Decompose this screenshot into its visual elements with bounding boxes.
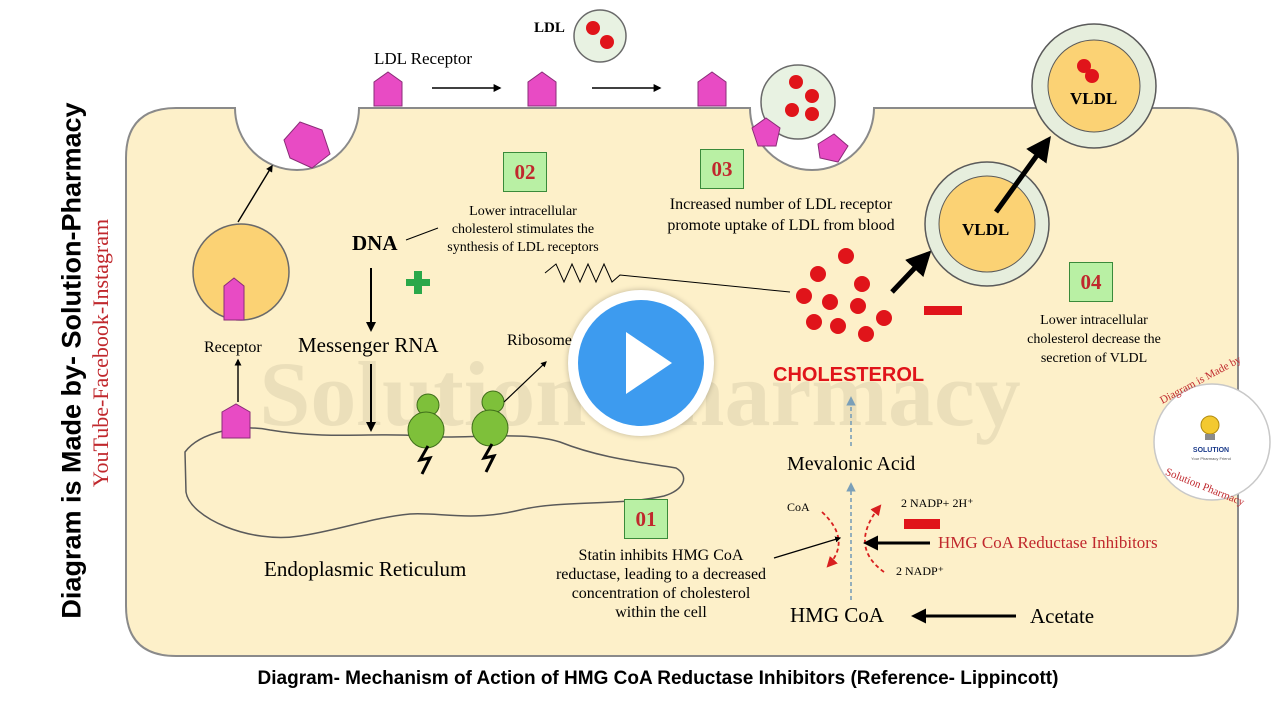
step-04-line: cholesterol decrease the [1027, 332, 1161, 347]
ldl-dot [1077, 59, 1091, 73]
step-02-text: Lower intracellular cholesterol stimulat… [430, 203, 616, 257]
messenger-rna-label: Messenger RNA [298, 333, 439, 357]
step-02-line: synthesis of LDL receptors [447, 240, 599, 255]
endoplasmic-reticulum [184, 427, 685, 539]
arrow [993, 135, 1051, 214]
vldl-label: VLDL [962, 220, 1010, 239]
endoplasmic-reticulum-label: Endoplasmic Reticulum [264, 557, 467, 581]
play-button[interactable] [568, 290, 714, 436]
ldl-receptor [223, 277, 245, 321]
side-title: Diagram is Made by- Solution-Pharmacy [56, 102, 87, 619]
ldl-dot [805, 107, 819, 121]
ldl-dot [1085, 69, 1099, 83]
ribosome-large [471, 409, 509, 447]
minus-icon [904, 519, 940, 529]
step-number-02: 02 [503, 152, 547, 192]
ldl-receptor [373, 71, 403, 107]
lightbulb-icon [1200, 415, 1220, 435]
ldl-receptor [697, 71, 727, 107]
stamp-logo-sub: Your Pharmacy Friend [1191, 456, 1231, 461]
pointer-line [405, 227, 439, 241]
play-button-circle[interactable] [578, 300, 704, 426]
ldl-dot [789, 75, 803, 89]
cofactor-curve [821, 511, 840, 568]
step-number-03: 03 [700, 149, 744, 189]
arrow [503, 361, 547, 403]
play-icon[interactable] [626, 332, 672, 394]
ldl-receptor [283, 121, 331, 169]
step-03-text: Increased number of LDL receptor promote… [640, 194, 922, 236]
minus-icon [924, 306, 962, 315]
stamp-logo: SOLUTION [1193, 447, 1229, 454]
mevalonic-acid-label: Mevalonic Acid [787, 453, 916, 475]
step-01-line: within the cell [615, 604, 707, 621]
step-01-text: Statin inhibits HMG CoA reductase, leadi… [536, 546, 786, 622]
vldl-core-secreted [1047, 39, 1141, 133]
step-01-line: concentration of cholesterol [571, 585, 751, 602]
step-04-text: Lower intracellular cholesterol decrease… [1006, 311, 1182, 368]
lightbulb-icon-base [1205, 434, 1215, 440]
nadp-h-label: 2 NADP+ 2H⁺ [901, 496, 974, 510]
diagram-caption: Diagram- Mechanism of Action of HMG CoA … [257, 668, 1059, 689]
ldl-receptor [527, 71, 557, 107]
step-03-line: Increased number of LDL receptor [669, 196, 893, 213]
plus-icon [414, 271, 422, 294]
ldl-label: LDL [534, 20, 565, 36]
step-02-line: cholesterol stimulates the [451, 222, 595, 237]
ldl-dot [785, 103, 799, 117]
ldl-receptor-label: LDL Receptor [374, 49, 473, 68]
arrow [773, 536, 842, 559]
arrow [890, 250, 932, 294]
step-03-line: promote uptake of LDL from blood [667, 217, 895, 234]
acetate-label: Acetate [1030, 604, 1095, 628]
vldl-secreted-label: VLDL [1070, 89, 1118, 108]
nadp-label: 2 NADP⁺ [896, 564, 945, 578]
step-01-line: Statin inhibits HMG CoA [578, 547, 744, 564]
mrna-strand [481, 443, 497, 473]
mrna-strand [417, 445, 433, 475]
side-subtitle: YouTube-Facebook-Instagram [88, 218, 113, 488]
ldl-particle [573, 9, 627, 63]
ldl-dot [586, 21, 600, 35]
stamp-badge [1153, 383, 1271, 501]
ldl-particle [760, 64, 836, 140]
ldl-dot [805, 89, 819, 103]
ldl-receptor [221, 403, 251, 439]
cholesterol-particles [796, 248, 892, 342]
step-01-line: reductase, leading to a decreased [555, 566, 767, 583]
coa-label: CoA [787, 500, 810, 514]
ribosome-label: Ribosome [507, 332, 572, 349]
ldl-receptor [817, 133, 849, 163]
dna-label: DNA [352, 231, 398, 255]
hmg-coa-label: HMG CoA [790, 603, 884, 627]
ribosome-large [407, 411, 445, 449]
vldl-core [938, 175, 1036, 273]
signal-line [544, 262, 791, 293]
cholesterol-label: CHOLESTEROL [773, 364, 925, 386]
receptor-label: Receptor [204, 339, 262, 356]
step-04-line: Lower intracellular [1040, 313, 1148, 328]
ldl-receptor [751, 117, 781, 147]
step-number-01: 01 [624, 499, 668, 539]
step-04-line: secretion of VLDL [1040, 351, 1148, 366]
arrow [237, 164, 273, 223]
step-number-04: 04 [1069, 262, 1113, 302]
ldl-dot [600, 35, 614, 49]
step-02-line: Lower intracellular [469, 204, 577, 219]
ribosome-small [481, 390, 505, 414]
inhibitors-label: HMG CoA Reductase Inhibitors [938, 533, 1158, 552]
